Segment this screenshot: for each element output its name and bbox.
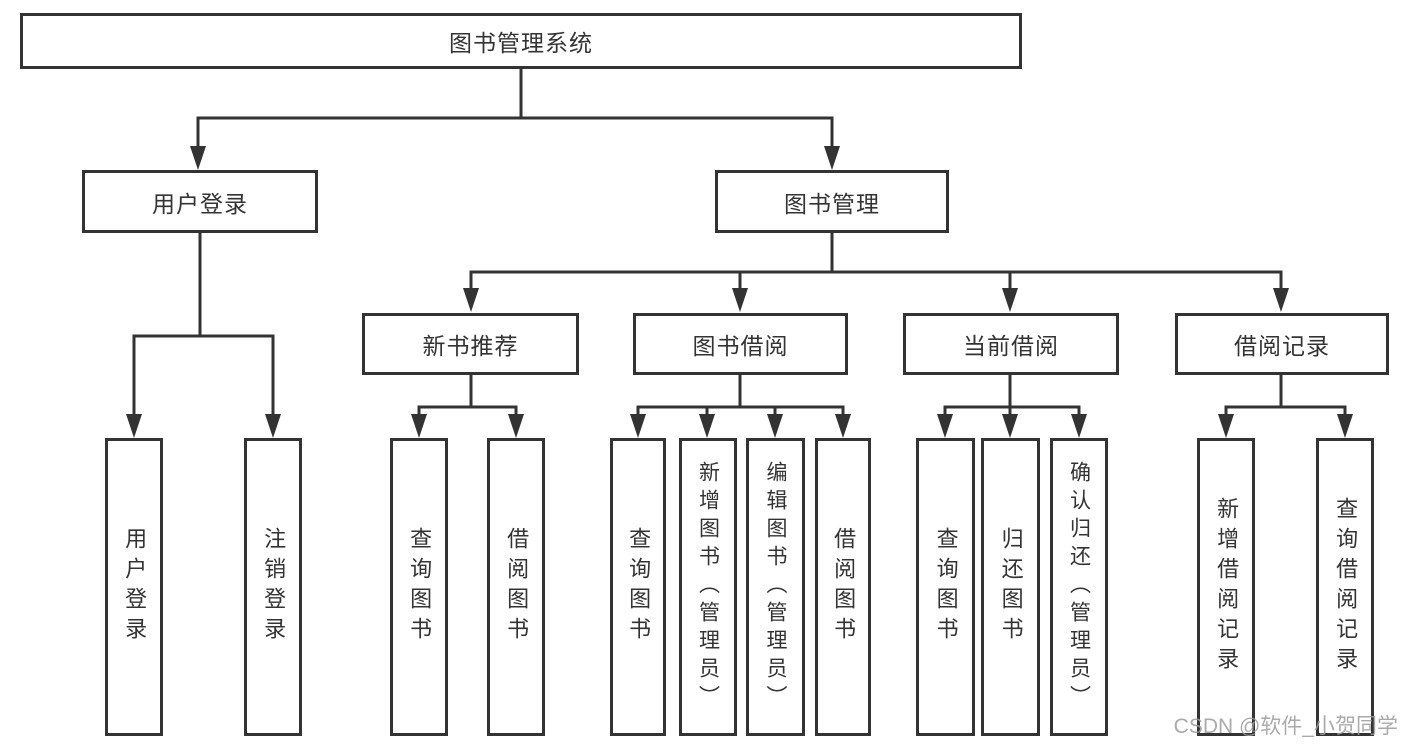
node-label: 归还图书 — [998, 527, 1024, 647]
node-user-login: 用户登录 — [82, 170, 318, 233]
node-leaf-add-borrow-record: 新增借阅记录 — [1197, 438, 1255, 736]
node-label: 借阅记录 — [1234, 333, 1330, 359]
node-leaf-return-books: 归还图书 — [981, 438, 1040, 736]
node-leaf-query-books-borrow: 查询图书 — [610, 438, 666, 736]
node-book-management: 图书管理 — [715, 170, 949, 233]
connector-user-login-branch — [126, 233, 281, 438]
connector-root-to-modules — [190, 69, 840, 170]
node-label: 当前借阅 — [963, 333, 1059, 359]
node-label: 图书管理系统 — [449, 30, 593, 56]
node-leaf-query-books-recommend: 查询图书 — [390, 438, 448, 736]
node-leaf-borrow-books-recommend: 借阅图书 — [487, 438, 545, 736]
node-label: 新增图书（管理员） — [696, 461, 720, 713]
node-label: 图书管理 — [784, 190, 880, 217]
connector-book-management-branch — [463, 233, 1289, 312]
node-book-borrowing: 图书借阅 — [633, 313, 848, 375]
node-label: 借阅图书 — [831, 527, 857, 647]
node-leaf-query-books-current: 查询图书 — [916, 438, 975, 736]
node-label: 借阅图书 — [504, 527, 530, 647]
node-leaf-user-login: 用户登录 — [105, 438, 163, 736]
node-label: 图书借阅 — [692, 333, 789, 359]
node-label: 确认归还（管理员） — [1067, 461, 1091, 713]
node-current-borrowing: 当前借阅 — [903, 313, 1119, 375]
node-label: 新增借阅记录 — [1214, 497, 1240, 677]
node-label: 注销登录 — [261, 527, 287, 647]
csdn-watermark: CSDN @软件_小贺同学 — [1173, 715, 1398, 738]
node-leaf-edit-books-admin: 编辑图书（管理员） — [746, 438, 805, 736]
node-label: 新书推荐 — [422, 333, 519, 359]
node-label: 用户登录 — [122, 527, 148, 647]
node-leaf-query-borrow-record: 查询借阅记录 — [1316, 438, 1374, 736]
node-label: 查询图书 — [626, 527, 652, 647]
node-leaf-logout: 注销登录 — [244, 438, 302, 736]
node-leaf-borrow-books: 借阅图书 — [815, 438, 871, 736]
node-label: 查询图书 — [407, 527, 433, 647]
node-library-management-system: 图书管理系统 — [20, 13, 1022, 69]
node-label: 查询借阅记录 — [1333, 497, 1359, 677]
connector-book-borrow-branch — [630, 375, 851, 438]
node-leaf-confirm-return-admin: 确认归还（管理员） — [1050, 438, 1108, 736]
connector-borrow-records-branch — [1218, 375, 1353, 438]
node-label: 编辑图书（管理员） — [764, 461, 788, 713]
node-new-book-recommendation: 新书推荐 — [362, 313, 579, 375]
node-borrowing-records: 借阅记录 — [1175, 313, 1389, 375]
node-label: 用户登录 — [152, 190, 248, 217]
connector-current-borrow-branch — [937, 375, 1087, 438]
node-leaf-add-books-admin: 新增图书（管理员） — [679, 438, 737, 736]
connector-new-book-branch — [411, 375, 524, 438]
node-label: 查询图书 — [933, 527, 959, 647]
